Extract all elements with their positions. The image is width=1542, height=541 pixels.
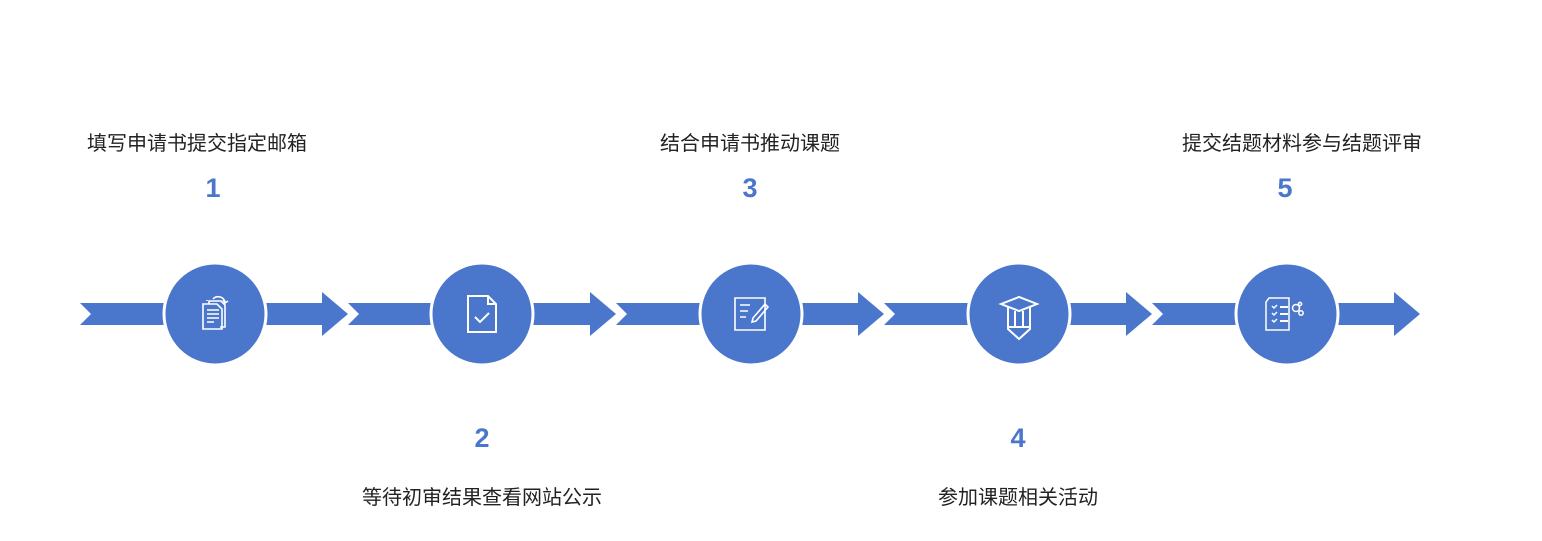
- graduation-pencil-icon: [998, 295, 1040, 341]
- step-number: 5: [1277, 173, 1293, 203]
- step-circle: [429, 261, 535, 367]
- step-label: 填写申请书提交指定邮箱: [87, 131, 307, 155]
- step-number: 4: [1010, 423, 1026, 453]
- step-label: 提交结题材料参与结题评审: [1182, 131, 1422, 155]
- step-number: 2: [474, 423, 490, 453]
- document-copy-icon: [202, 295, 229, 330]
- step-number: 1: [205, 173, 221, 203]
- document-check-icon: [467, 295, 497, 333]
- step-label: 等待初审结果查看网站公示: [362, 485, 602, 509]
- checklist-gear-icon: [1265, 297, 1304, 331]
- step-label: 参加课题相关活动: [938, 485, 1098, 509]
- step-circle: [698, 261, 804, 367]
- step-label: 结合申请书推动课题: [660, 131, 840, 155]
- step-circle: [966, 261, 1072, 367]
- step-number: 3: [742, 173, 758, 203]
- edit-document-icon: [734, 297, 770, 331]
